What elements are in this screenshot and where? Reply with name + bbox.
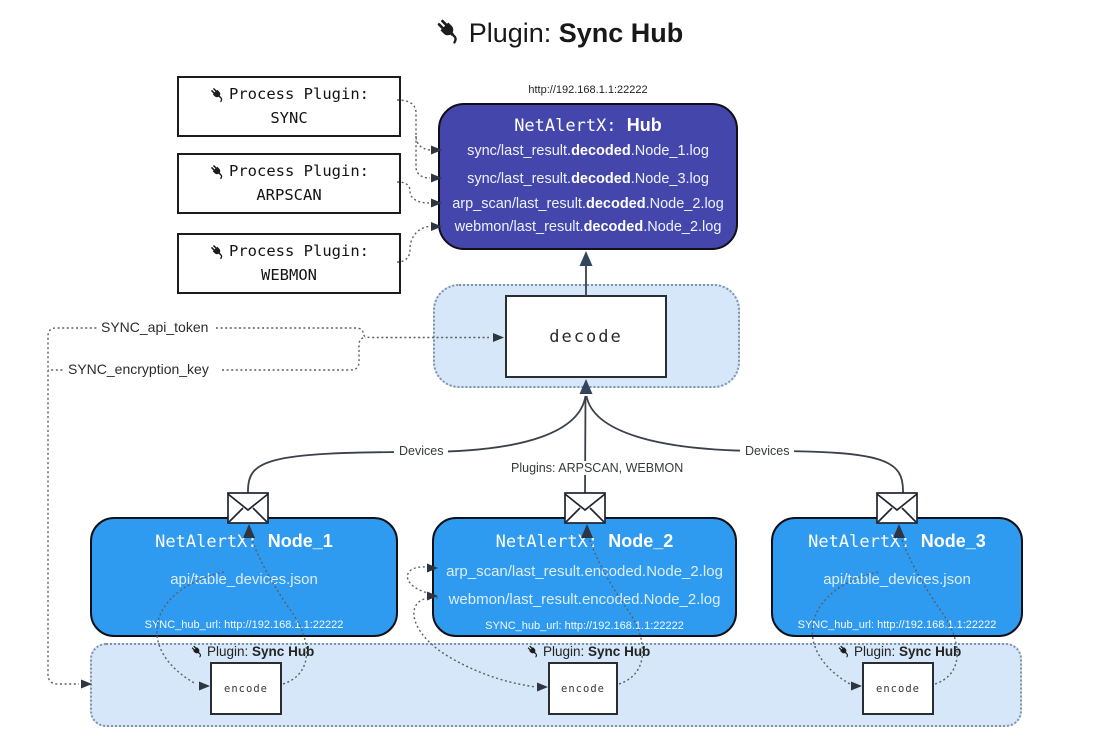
devices-label-left: Devices [394,444,449,458]
encryption-key-wire [222,336,367,371]
node-line: webmon/last_result.encoded.Node_2.log [448,591,721,608]
arpscan-to-hub-wire [396,181,430,204]
plug-icon [434,16,465,47]
webmon-to-hub-wire [396,225,430,263]
encode-box: encode [862,662,934,715]
decode-box: decode [505,295,667,378]
process-plugin-name: SYNC [270,108,308,127]
plugins-label-mid: Plugins: ARPSCAN, WEBMON [506,461,689,475]
hub-log-line: webmon/last_result.decoded.Node_2.log [454,219,722,235]
hub-log-line: arp_scan/last_result.decoded.Node_2.log [452,196,724,212]
encode-label: encode [561,682,605,695]
sync-to-hub-wire2 [415,136,431,179]
node2-to-decode-line [584,395,587,494]
process-plugin-label: Process Plugin: [229,85,369,104]
plug-icon [209,86,227,104]
sync-to-hub-wire [396,99,431,151]
plug-icon [190,644,205,659]
hub-title-prefix: NetAlertX: [514,116,617,136]
page-title-prefix: Plugin: [468,18,552,48]
node-title: NetAlertX: Node_2 [495,531,674,552]
process-plugin-name: WEBMON [261,265,317,284]
plug-icon [209,163,227,181]
decode-label: decode [549,326,623,347]
hub-log-line: sync/last_result.decoded.Node_1.log [467,143,709,159]
node-hub-url: SYNC_hub_url: http://192.168.1.1:22222 [485,620,684,632]
encode-box: encode [548,662,618,715]
encode-label: encode [224,682,268,695]
node-title: NetAlertX: Node_3 [808,531,986,552]
process-plugin-label: Process Plugin: [229,162,369,181]
hub-title: NetAlertX: Hub [440,115,736,136]
node-hub-url: SYNC_hub_url: http://192.168.1.1:22222 [797,619,997,631]
node-line: api/table_devices.json [170,571,318,588]
process-plugin-sync: Process Plugin: SYNC [177,76,401,137]
process-plugin-arpscan: Process Plugin: ARPSCAN [177,153,401,214]
encoder-label: Plugin: Sync Hub [190,644,314,659]
page-title-name: Sync Hub [558,18,684,48]
node-1-box: NetAlertX: Node_1 api/table_devices.json… [90,517,398,637]
node-3-box: NetAlertX: Node_3 api/table_devices.json… [771,517,1023,637]
process-plugin-webmon: Process Plugin: WEBMON [177,233,401,294]
plug-icon [209,243,227,261]
arrow-into-hub [579,251,593,266]
process-plugin-label: Process Plugin: [229,242,369,261]
plug-icon [526,644,541,659]
hub-url: http://192.168.1.1:22222 [528,84,648,96]
node-line: api/table_devices.json [823,571,971,588]
encode-label: encode [876,682,920,695]
node-2-box: NetAlertX: Node_2 arp_scan/last_result.e… [432,517,737,637]
encoder-label: Plugin: Sync Hub [526,644,650,659]
process-plugin-name: ARPSCAN [256,185,322,204]
node-hub-url: SYNC_hub_url: http://192.168.1.1:22222 [144,619,344,631]
hub-log-line: sync/last_result.decoded.Node_3.log [467,171,709,187]
page-title: Plugin: Sync Hub [0,16,1117,49]
sync-encryption-key-label: SYNC_encryption_key [64,361,213,377]
node-title: NetAlertX: Node_1 [155,531,333,552]
plug-icon [837,644,852,659]
encode-box: encode [210,662,282,715]
devices-label-right: Devices [740,444,795,458]
hub-title-name: Hub [626,115,662,135]
hub-box: NetAlertX: Hub sync/last_result.decoded.… [438,103,738,250]
encoder-label: Plugin: Sync Hub [837,644,961,659]
node-line: arp_scan/last_result.encoded.Node_2.log [446,563,723,580]
sync-api-token-label: SYNC_api_token [97,319,213,335]
